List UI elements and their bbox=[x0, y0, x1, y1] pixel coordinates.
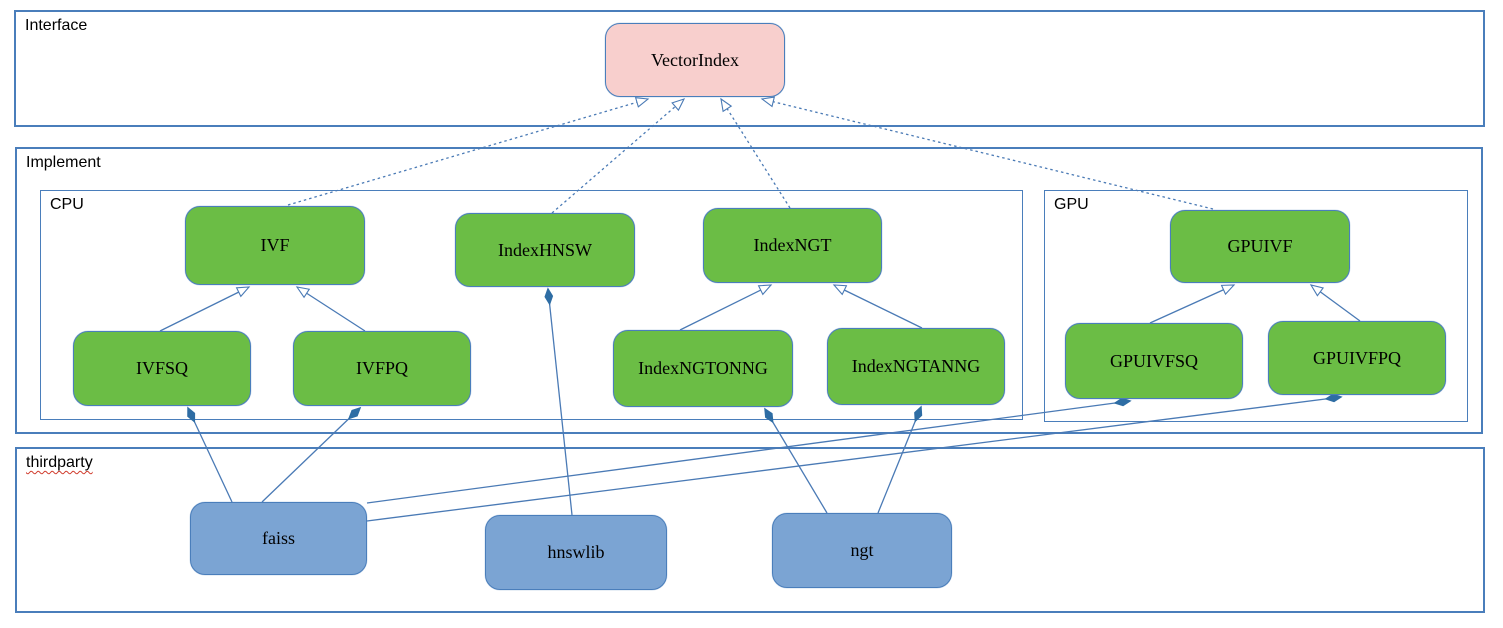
edge-composition-faiss-IVFPQ bbox=[261, 408, 360, 503]
edge-composition-faiss-GPUIVFPQ bbox=[366, 397, 1341, 522]
node-faiss[interactable]: faiss bbox=[190, 502, 367, 575]
node-IndexNGT[interactable]: IndexNGT bbox=[703, 208, 882, 283]
container-cpu-label: CPU bbox=[50, 196, 84, 213]
edge-composition-faiss-GPUIVFSQ bbox=[366, 401, 1130, 504]
edge-generalization-IndexNGTONNG-IndexNGT bbox=[679, 284, 773, 331]
node-IndexNGTANNG-label: IndexNGTANNG bbox=[851, 356, 981, 376]
container-gpu-label: GPU bbox=[1054, 196, 1089, 213]
edge-generalization-IVFPQ-IVF bbox=[295, 286, 366, 332]
container-cpu[interactable]: CPU bbox=[40, 190, 1023, 420]
node-IndexNGT-label: IndexNGT bbox=[753, 235, 832, 255]
node-GPUIVFPQ-label: GPUIVFPQ bbox=[1312, 347, 1402, 368]
node-IVFPQ[interactable]: IVFPQ bbox=[293, 331, 471, 406]
container-thirdparty[interactable]: thirdparty bbox=[15, 447, 1485, 613]
edge-generalization-IVFSQ-IVF bbox=[159, 286, 251, 332]
node-ngt-label: ngt bbox=[850, 540, 874, 560]
edge-composition-ngt-IndexNGTONNG bbox=[765, 409, 828, 514]
container-implement-label: Implement bbox=[26, 154, 101, 171]
container-interface-label: Interface bbox=[25, 17, 88, 34]
node-GPUIVF[interactable]: GPUIVF bbox=[1170, 210, 1350, 283]
node-IVFSQ[interactable]: IVFSQ bbox=[73, 331, 251, 406]
node-GPUIVF-label: GPUIVF bbox=[1227, 236, 1293, 256]
node-ngt[interactable]: ngt bbox=[772, 513, 952, 588]
container-implement[interactable]: Implement bbox=[15, 147, 1483, 434]
node-IVF-label: IVF bbox=[260, 235, 290, 255]
container-gpu[interactable]: GPU bbox=[1044, 190, 1468, 422]
container-thirdparty-label: thirdparty bbox=[26, 454, 93, 471]
edge-generalization-GPUIVFPQ-GPUIVF bbox=[1309, 284, 1361, 322]
edge-composition-hnswlib-IndexHNSW bbox=[548, 289, 573, 516]
node-VectorIndex[interactable]: VectorIndex bbox=[605, 23, 785, 97]
node-VectorIndex-label: VectorIndex bbox=[651, 49, 739, 70]
node-IndexHNSW-label: IndexHNSW bbox=[498, 239, 592, 260]
node-hnswlib[interactable]: hnswlib bbox=[485, 515, 667, 590]
edge-generalization-IndexNGTANNG-IndexNGT bbox=[832, 284, 923, 329]
node-IVFSQ-label: IVFSQ bbox=[135, 358, 188, 378]
node-faiss-label: faiss bbox=[262, 528, 295, 548]
node-IndexNGTONNG-label: IndexNGTONNG bbox=[638, 358, 768, 378]
node-hnswlib-label: hnswlib bbox=[547, 542, 605, 562]
node-GPUIVFPQ[interactable]: GPUIVFPQ bbox=[1268, 321, 1446, 395]
edge-composition-faiss-IVFSQ bbox=[188, 408, 233, 503]
node-IVF[interactable]: IVF bbox=[185, 206, 365, 285]
edge-realization-IndexHNSW-VectorIndex bbox=[551, 98, 686, 214]
edge-generalization-GPUIVFSQ-GPUIVF bbox=[1149, 284, 1236, 324]
node-GPUIVFSQ-label: GPUIVFSQ bbox=[1109, 350, 1199, 371]
edge-realization-GPUIVF-VectorIndex bbox=[760, 96, 1214, 210]
container-interface[interactable]: Interface bbox=[14, 10, 1485, 127]
node-IndexNGTANNG[interactable]: IndexNGTANNG bbox=[827, 328, 1005, 405]
edge-composition-ngt-IndexNGTANNG bbox=[877, 407, 921, 514]
edge-realization-IndexNGT-VectorIndex bbox=[720, 97, 791, 209]
node-IndexHNSW[interactable]: IndexHNSW bbox=[455, 213, 635, 287]
node-IndexNGTONNG[interactable]: IndexNGTONNG bbox=[613, 330, 793, 407]
node-IVFPQ-label: IVFPQ bbox=[355, 358, 408, 378]
edge-realization-IVF-VectorIndex bbox=[287, 97, 650, 206]
node-GPUIVFSQ[interactable]: GPUIVFSQ bbox=[1065, 323, 1243, 399]
